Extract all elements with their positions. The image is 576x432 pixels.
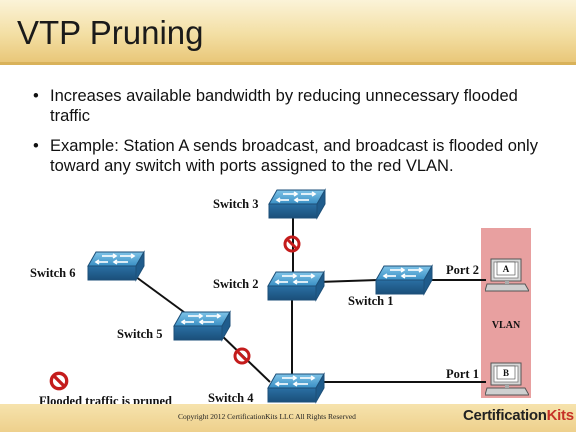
- station-b-label: B: [503, 368, 509, 378]
- link-group: [131, 214, 486, 383]
- switch-3-icon: [268, 189, 326, 219]
- prohibited-icon: [233, 347, 251, 365]
- title-divider: [0, 62, 576, 65]
- station-a-label: A: [503, 264, 510, 274]
- link-sw6-sw5: [131, 273, 193, 319]
- switch-4-icon: [267, 373, 325, 403]
- bullet-item: •Increases available bandwidth by reduci…: [33, 87, 518, 125]
- switch-1-label: Switch 1: [348, 294, 394, 308]
- brand-accent: Kits: [546, 407, 574, 424]
- switch-4-label: Switch 4: [208, 391, 254, 405]
- switch-3-label: Switch 3: [213, 197, 259, 211]
- brand-logo: CertificationKits: [463, 407, 574, 424]
- legend-prohibited-icon: [49, 371, 69, 391]
- switch-2-icon: [267, 271, 325, 301]
- bullet-item: •Example: Station A sends broadcast, and…: [33, 137, 538, 175]
- bullet-list: •Increases available bandwidth by reduci…: [30, 86, 550, 186]
- port-2-label: Port 2: [446, 263, 479, 277]
- bullet-text: Example: Station A sends broadcast, and …: [50, 137, 538, 175]
- copyright-text: Copyright 2012 CertificationKits LLC All…: [178, 412, 356, 421]
- switch-2-label: Switch 2: [213, 277, 259, 291]
- bullet-text: Increases available bandwidth by reducin…: [50, 87, 518, 125]
- vlan-label: VLAN: [492, 320, 521, 331]
- station-a-screen: [496, 261, 516, 276]
- link-sw2-sw1: [317, 279, 379, 283]
- brand-main: Certification: [463, 407, 547, 424]
- switch-1-icon: [375, 265, 433, 295]
- footer-bar: [0, 404, 576, 432]
- port-1-label: Port 1: [446, 367, 479, 381]
- station-b-screen: [496, 365, 516, 380]
- switch-5-label: Switch 5: [117, 327, 163, 341]
- switch-6-icon: [87, 251, 145, 281]
- slide-title: VTP Pruning: [17, 14, 204, 51]
- title-bar: [0, 0, 576, 62]
- switch-5-icon: [173, 311, 231, 341]
- switch-6-label: Switch 6: [30, 266, 76, 280]
